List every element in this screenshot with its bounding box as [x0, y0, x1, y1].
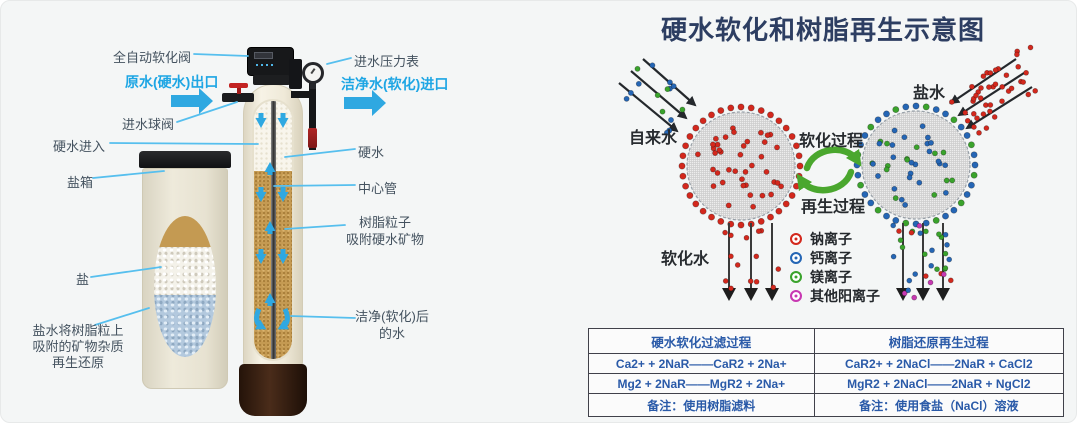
label-soft-line2: 的水	[378, 326, 405, 341]
magnesium-ion-dot-icon	[790, 271, 802, 283]
center-tube-graphic	[271, 101, 276, 359]
legend-item-calcium: 钙离子	[790, 250, 880, 266]
label-brine-line1: 盐水将树脂粒上	[32, 323, 124, 338]
tank-base	[239, 364, 307, 416]
table-cell-note-resin: 备注：使用树脂滤料	[588, 393, 815, 417]
table-cell-note-salt: 备注：使用食盐（NaCl）溶液	[813, 393, 1065, 417]
label-softening-process: 软化过程	[799, 133, 864, 150]
tank-cutaway-window	[252, 99, 294, 361]
gauge-riser-pipe	[309, 80, 316, 150]
table-cell-mg-regeneration: MgR2 + 2NaCl——2NaR + NgCl2	[813, 373, 1065, 394]
valve-outlet-arm	[289, 59, 302, 89]
legend-item-sodium: 钠离子	[790, 231, 880, 247]
table-cell-mg-softening: Mg2 + 2NaR——MgR2 + 2Na+	[588, 373, 815, 394]
valve-display	[254, 52, 273, 59]
label-raw-water-outlet: 原水(硬水)出口	[125, 74, 219, 90]
table-header-softening: 硬水软化过滤过程	[588, 328, 815, 354]
ball-valve-body	[222, 93, 254, 102]
table-cell-ca-regeneration: CaR2+ + 2NaCl——2NaR + CaCl2	[813, 353, 1065, 374]
ion-legend: 钠离子 钙离子 镁离子 其他阳离子	[790, 231, 880, 304]
label-resin-line1: 树脂粒子	[358, 215, 411, 230]
legend-label-sodium: 钠离子	[810, 231, 852, 247]
label-clean-water-inlet: 洁净水(软化)进口	[341, 76, 449, 92]
label-center-tube: 中心管	[358, 181, 398, 196]
sodium-ion-dot-icon	[790, 233, 802, 245]
label-regeneration-process: 再生过程	[801, 199, 866, 216]
label-auto-softening-valve: 全自动软化阀	[113, 50, 192, 65]
valve-indicator-lights	[256, 64, 273, 66]
valve-collar	[253, 75, 290, 85]
label-inlet-pressure-gauge: 进水压力表	[354, 54, 420, 69]
red-bleeder-fitting	[308, 128, 317, 148]
table-header-regeneration: 树脂还原再生过程	[813, 328, 1065, 354]
label-inlet-ball-valve: 进水球阀	[122, 117, 175, 132]
salt-tank-empty-zone	[154, 216, 216, 247]
label-brine-line2: 吸附的矿物杂质	[32, 339, 124, 354]
brine-water	[154, 295, 216, 357]
label-hard-water: 硬水	[358, 145, 385, 160]
legend-item-other-cations: 其他阳离子	[790, 288, 880, 304]
table-cell-ca-softening: Ca2+ + 2NaR——CaR2 + 2Na+	[588, 353, 815, 374]
legend-label-other-cations: 其他阳离子	[810, 288, 880, 304]
label-softened-water-out: 软化水	[661, 251, 710, 268]
legend-label-calcium: 钙离子	[810, 250, 852, 266]
label-salt: 盐	[76, 272, 90, 287]
salt-tank-body	[142, 168, 228, 389]
calcium-ion-dot-icon	[790, 252, 802, 264]
label-hard-water-enters: 硬水进入	[53, 139, 106, 154]
table-row-calcium: Ca2+ + 2NaR——CaR2 + 2Na+ CaR2+ + 2NaCl——…	[588, 353, 1065, 374]
legend-label-magnesium: 镁离子	[810, 269, 852, 285]
label-soft-line1: 洁净(软化)后	[355, 309, 429, 324]
page-title: 硬水软化和树脂再生示意图	[660, 15, 985, 45]
salt-tank-cutaway	[154, 216, 216, 357]
label-resin-line2: 吸附硬水矿物	[345, 232, 424, 247]
label-tap-water: 自来水	[629, 130, 678, 147]
salt-tank-lid	[139, 151, 231, 168]
other-cation-dot-icon	[790, 290, 802, 302]
legend-item-magnesium: 镁离子	[790, 269, 880, 285]
salt-crystals	[154, 247, 216, 295]
control-valve-head	[247, 47, 294, 76]
label-brine-line3: 再生还原	[51, 355, 104, 370]
reaction-table: 硬水软化过滤过程 树脂还原再生过程 Ca2+ + 2NaR——CaR2 + 2N…	[588, 328, 1065, 417]
ball-valve-handle	[229, 83, 248, 88]
gauge-nipple	[310, 84, 316, 89]
label-salt-tank: 盐箱	[67, 175, 94, 190]
table-row-notes: 备注：使用树脂滤料 备注：使用食盐（NaCl）溶液	[588, 393, 1065, 417]
table-header-row: 硬水软化过滤过程 树脂还原再生过程	[588, 328, 1065, 354]
label-brine-water: 盐水	[913, 85, 946, 102]
ball-valve-stem	[237, 87, 241, 94]
pressure-gauge-icon	[302, 62, 324, 84]
gauge-branch-pipe	[291, 91, 315, 98]
label-softened-water: 洁净(软化)后 的水	[349, 308, 435, 342]
table-row-magnesium: Mg2 + 2NaR——MgR2 + 2Na+ MgR2 + 2NaCl——2N…	[588, 373, 1065, 394]
label-resin-particles: 树脂粒子 吸附硬水矿物	[341, 214, 429, 248]
label-brine-regeneration: 盐水将树脂粒上 吸附的矿物杂质 再生还原	[29, 323, 127, 371]
